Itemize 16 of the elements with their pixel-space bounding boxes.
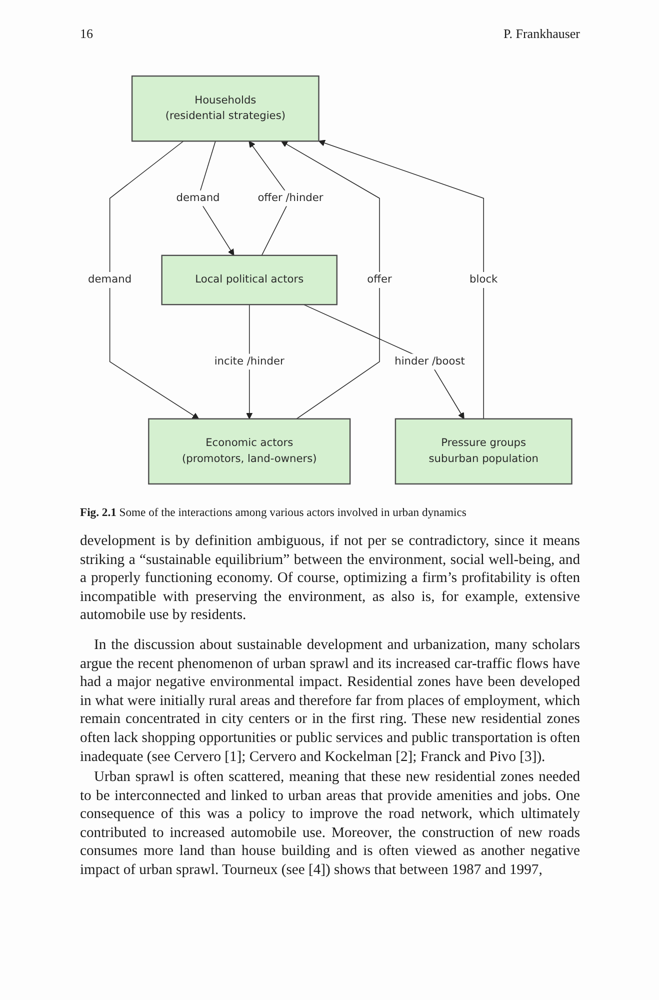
edge-label: demand <box>88 272 132 288</box>
arrow <box>318 140 484 420</box>
body-paragraph: development is by definition ambiguous, if not per se contradictory, since it means striking a “sustainable equilibrium” between the environment, social well-being, and a properly functioning economy. Of course, optimizing a firm’s profitability is often incompatible with preserving the environment, as also is, for example, extensive automobile use by residents. <box>80 532 580 625</box>
page-number: 16 <box>80 26 93 42</box>
running-header: P. Frankhauser <box>503 26 580 42</box>
actor-box: Pressure groups suburban population <box>394 418 572 485</box>
body-paragraph: Urban sprawl is often scattered, meaning that these new residential zones needed to be interconnected and linked to urban areas that provide amenities and jobs. One consequence of this was a policy to improve the road network, which ultimately contributed to increased automobile use. Moreover, the construction of new roads consumes more land than house building and is often viewed as another negative impact of urban sprawl. Tourneux (see [4]) shows that between 1987 and 1997, <box>80 768 580 880</box>
body-paragraph: In the discussion about sustainable development and urbanization, many scholars argue the recent phenomenon of urban sprawl and its increased car-traffic flows have had a major negative environmental impact. Residential zones have been developed in what were initially rural areas and therefore far from places of employment, which remain concentrated in city centers or in the first ring. These new residential zones often lack shopping opportunities or public services and public transportation is often inadequate (see Cervero [1]; Cervero and Kockelman [2]; Franck and Pivo [3]). <box>80 636 580 766</box>
edge-label: block <box>470 272 498 288</box>
arrow <box>110 140 200 420</box>
figure-caption: Fig. 2.1 Some of the interactions among various actors involved in urban dynamics <box>80 505 466 520</box>
edge-label: offer <box>367 272 392 288</box>
arrow <box>281 140 380 420</box>
actor-box: Economic actors (promotors, land-owners) <box>148 418 351 485</box>
actor-box: Households (residential strategies) <box>132 75 320 142</box>
actor-box: Local political actors <box>161 254 338 306</box>
